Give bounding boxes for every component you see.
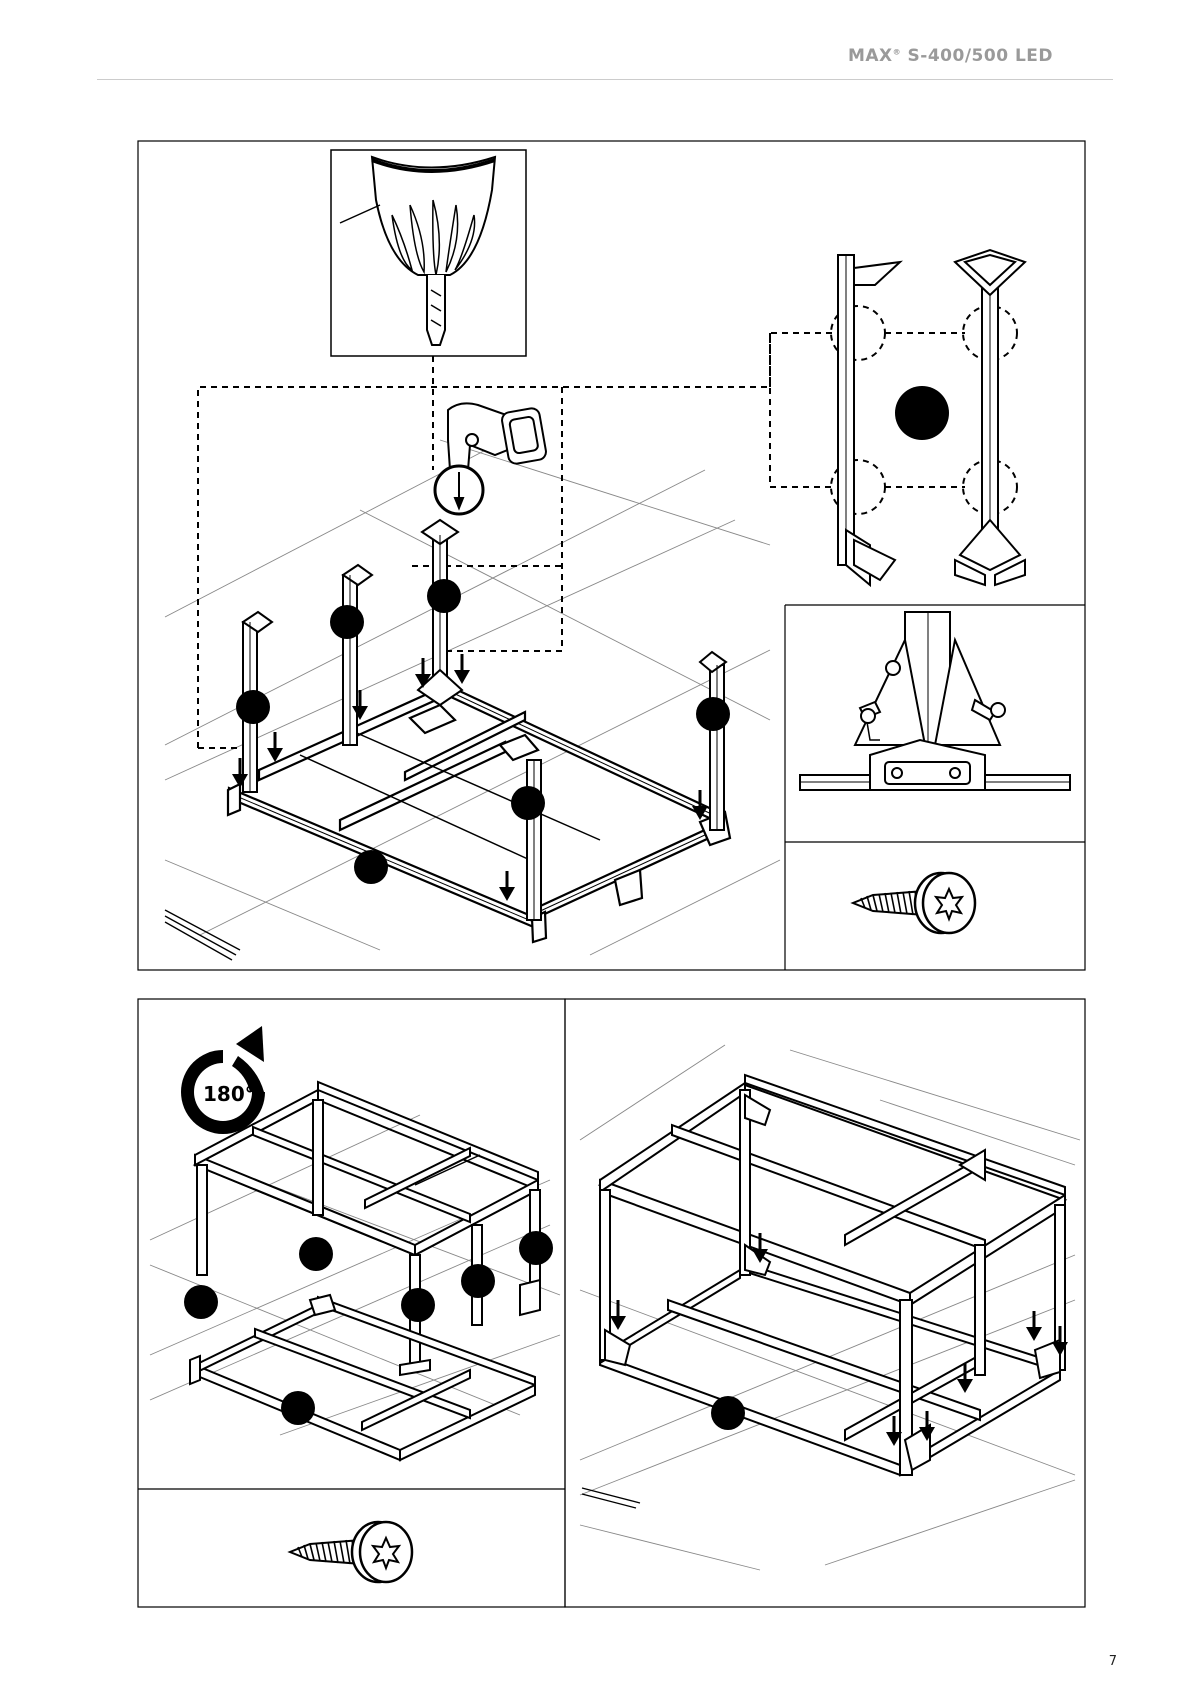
- screw-icon-bottom: [290, 1522, 412, 1582]
- step-marker-detail: [895, 386, 949, 440]
- floor-edge-top: [165, 910, 240, 960]
- step-marker-bottom-right: [711, 1396, 745, 1430]
- step-markers-bottom-left: [184, 1231, 553, 1425]
- corner-bracket-detail: [800, 612, 1070, 790]
- assembled-cabinet-frame: [600, 1075, 1065, 1475]
- top-panel-frame: [138, 141, 1085, 970]
- base-frame-top: [228, 680, 730, 942]
- drill-bit-detail: [331, 150, 526, 356]
- screw-icon-top: [853, 873, 975, 933]
- bottom-right-panel-frame: [565, 999, 1085, 1607]
- page-number: 7: [1109, 1654, 1117, 1669]
- rotate-180-icon: [181, 1026, 265, 1134]
- rotation-label: 180°: [203, 1082, 255, 1106]
- cordless-drill-icon: [435, 403, 547, 514]
- lower-frame-base: [190, 1295, 535, 1460]
